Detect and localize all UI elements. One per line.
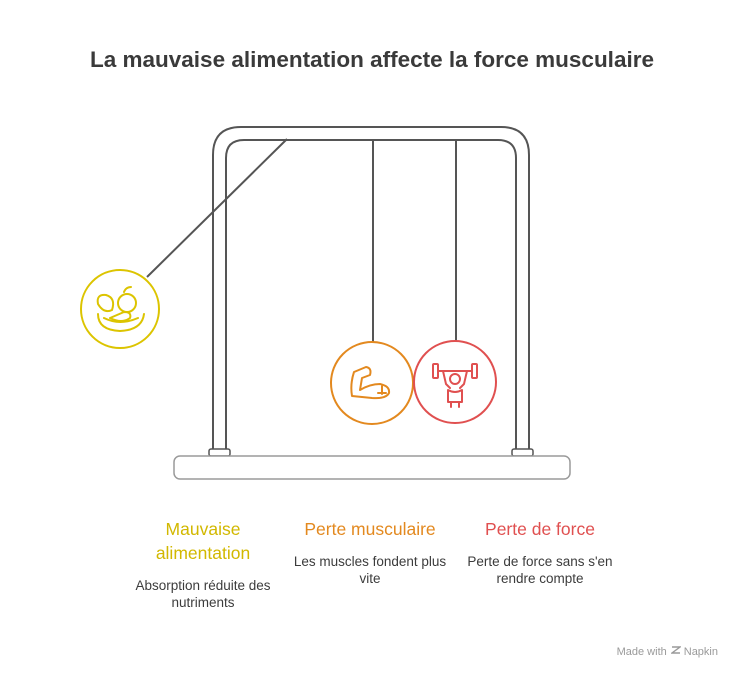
footer-brand: Napkin: [683, 646, 718, 658]
step-description: Les muscles fondent plus vite: [293, 554, 447, 586]
step-mauvaise-alimentation: Mauvaise alimentation Absorption réduite…: [128, 517, 278, 611]
ball-perte-de-force: [413, 340, 497, 424]
step-perte-de-force: Perte de force Perte de force sans s'en …: [462, 517, 618, 587]
step-heading: Perte de force: [485, 519, 595, 539]
ball-perte-musculaire: [330, 341, 414, 425]
cradle-frame-inner: [225, 139, 517, 451]
napkin-logo-icon: [669, 645, 682, 658]
page-title: La mauvaise alimentation affecte la forc…: [90, 47, 654, 72]
cradle-frame-outer: [212, 126, 530, 451]
string-mauvaise-alimentation: [146, 138, 288, 278]
weightlifter-icon: [432, 363, 478, 408]
flexed-arm-icon: [350, 366, 391, 400]
step-description: Absorption réduite des nutriments: [135, 578, 271, 610]
step-description: Perte de force sans s'en rendre compte: [467, 554, 613, 586]
footer-made-with: Made with: [616, 646, 667, 658]
step-heading: Mauvaise alimentation: [155, 519, 251, 563]
cradle-foot-left: [208, 448, 231, 457]
cradle-base: [173, 455, 571, 480]
food-plate-icon: [96, 286, 145, 332]
ball-mauvaise-alimentation: [80, 269, 160, 349]
made-with-napkin-footer: Made with Napkin: [617, 645, 718, 658]
step-heading: Perte musculaire: [304, 519, 436, 539]
step-perte-musculaire: Perte musculaire Les muscles fondent plu…: [292, 517, 448, 587]
cradle-foot-right: [511, 448, 534, 457]
